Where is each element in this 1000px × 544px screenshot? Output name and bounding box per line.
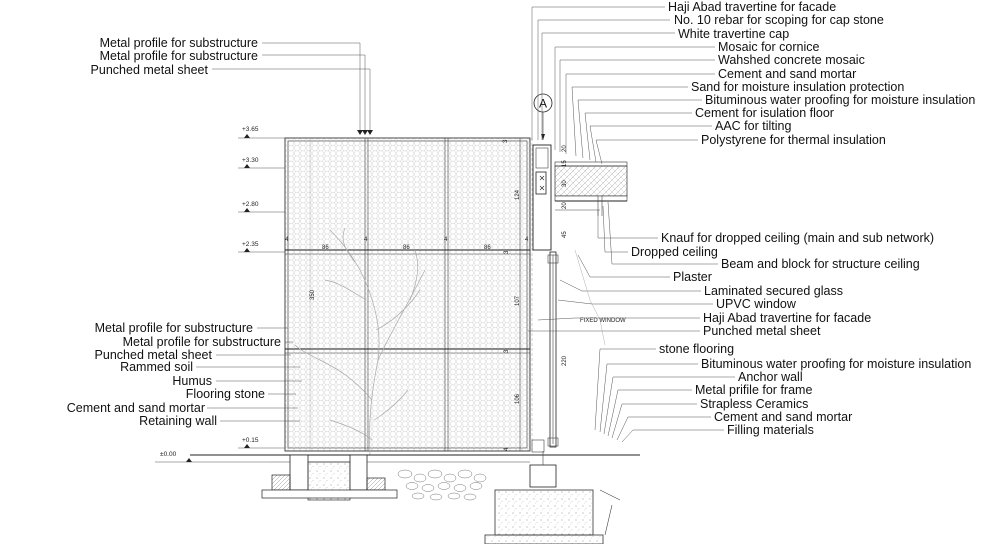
facade-panel (284, 137, 531, 452)
labels-left-top: Metal profile for substructure Metal pro… (91, 36, 258, 77)
label-right: Cement for isulation floor (695, 106, 834, 120)
section-tag: A (539, 97, 547, 111)
level-marker: ±0.00 (155, 451, 270, 463)
labels-left-bottom: Metal profile for substructure Metal pro… (67, 321, 281, 428)
level-marker: +2.80 (238, 201, 285, 213)
label-left-bottom: Retaining wall (139, 414, 217, 428)
svg-text:45: 45 (562, 231, 568, 238)
label-right: Sand for moisture insulation protection (691, 80, 904, 94)
svg-text:20: 20 (562, 202, 568, 209)
dimensions: 4 86 4 86 4 86 4 350 3 20 15 30 20 45 12… (285, 139, 568, 451)
svg-text:86: 86 (403, 245, 410, 251)
svg-text:350: 350 (310, 289, 316, 300)
labels-right: Haji Abad travertine for facade No. 10 r… (631, 0, 975, 437)
svg-text:+3.65: +3.65 (242, 126, 259, 133)
svg-text:124: 124 (515, 189, 521, 200)
label-right: Punched metal sheet (703, 324, 821, 338)
svg-text:±0.00: ±0.00 (160, 451, 177, 458)
label-left-top: Punched metal sheet (91, 63, 209, 77)
label-right: Haji Abad travertine for facade (703, 311, 871, 325)
label-left-bottom: Punched metal sheet (95, 348, 213, 362)
label-left-top: Metal profile for substructure (100, 49, 258, 63)
label-right: Metal prifile for frame (695, 383, 812, 397)
label-right: Anchor wall (738, 370, 803, 384)
label-right: Mosaic for cornice (718, 40, 819, 54)
window-note: FIXED WINDOW (580, 318, 626, 324)
svg-text:107: 107 (515, 295, 521, 306)
svg-text:20: 20 (562, 145, 568, 152)
svg-text:3: 3 (504, 250, 510, 254)
svg-text:4: 4 (364, 237, 368, 243)
svg-text:+0.15: +0.15 (242, 437, 259, 444)
svg-text:86: 86 (322, 245, 329, 251)
level-marker: +3.30 (238, 157, 285, 169)
label-right: Laminated secured glass (704, 284, 843, 298)
svg-text:15: 15 (562, 160, 568, 167)
label-right: Cement and sand mortar (714, 410, 852, 424)
svg-text:3: 3 (503, 139, 509, 143)
label-right: Dropped ceiling (631, 245, 718, 259)
level-marker: +3.65 (238, 126, 285, 139)
label-left-bottom: Rammed soil (120, 360, 193, 374)
leader-lines (196, 6, 735, 443)
label-right: Haji Abad travertine for facade (668, 0, 836, 14)
label-right: White travertine cap (678, 27, 789, 41)
level-marker: +2.35 (238, 241, 285, 253)
svg-text:+2.80: +2.80 (242, 201, 259, 208)
tree-sketch (294, 227, 426, 456)
svg-text:86: 86 (484, 245, 491, 251)
label-right: Plaster (673, 270, 712, 284)
svg-text:4: 4 (444, 237, 448, 243)
svg-text:+3.30: +3.30 (242, 157, 259, 164)
level-markers: +3.65 +3.30 +2.80 +2.35 +0.15 ±0.00 (155, 126, 285, 463)
label-left-bottom: Metal profile for substructure (123, 335, 281, 349)
svg-text:106: 106 (515, 393, 521, 404)
label-left-bottom: Metal profile for substructure (95, 321, 253, 335)
label-right: Cement and sand mortar (718, 67, 856, 81)
foundation (190, 451, 640, 544)
label-right: AAC for tilting (715, 119, 791, 133)
label-right: Bituminous water proofing for moisture i… (705, 93, 975, 107)
label-right: Beam and block for structure ceiling (721, 257, 920, 271)
label-left-bottom: Cement and sand mortar (67, 401, 205, 415)
label-left-bottom: Humus (172, 374, 212, 388)
label-right: Bituminous water proofing for moisture i… (701, 357, 971, 371)
svg-text:30: 30 (562, 180, 568, 187)
label-left-bottom: Flooring stone (186, 387, 265, 401)
label-right: UPVC window (716, 297, 797, 311)
level-marker: +0.15 (238, 437, 285, 449)
label-right: No. 10 rebar for scoping for cap stone (674, 13, 884, 27)
label-left-top: Metal profile for substructure (100, 36, 258, 50)
svg-text:+2.35: +2.35 (242, 241, 259, 248)
label-right: Knauf for dropped ceiling (main and sub … (661, 231, 934, 245)
svg-text:4: 4 (285, 237, 289, 243)
svg-text:3: 3 (504, 349, 510, 353)
label-right: Filling materials (727, 423, 814, 437)
label-right: Polystyrene for thermal insulation (701, 133, 886, 147)
section-marker: A (533, 93, 553, 140)
label-right: stone flooring (659, 342, 734, 356)
wall-section (531, 138, 628, 453)
svg-text:220: 220 (562, 355, 568, 366)
label-right: Wahshed concrete mosaic (718, 53, 865, 67)
label-right: Strapless Ceramics (700, 397, 808, 411)
svg-text:4: 4 (504, 447, 510, 451)
svg-text:4: 4 (525, 237, 529, 243)
